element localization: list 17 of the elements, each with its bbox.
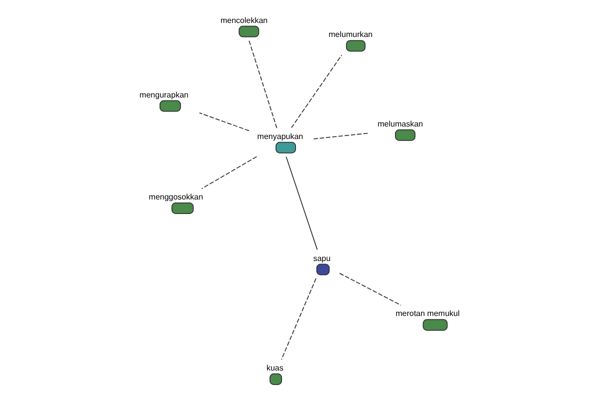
node-label: mengurapkan (139, 90, 188, 100)
node-label: melumurkan (328, 30, 372, 40)
node-label: kuas (266, 363, 283, 372)
connector (198, 112, 249, 132)
connector (280, 278, 316, 360)
connector (338, 272, 401, 306)
node-label: mencolekkan (220, 16, 268, 25)
connector (200, 156, 257, 190)
connector (290, 54, 342, 128)
node-label: sapu (312, 254, 330, 263)
connector (248, 40, 277, 128)
node-label: melumaskan (377, 119, 423, 128)
node-label: menyapukan (256, 132, 303, 141)
connector (312, 132, 369, 140)
node-label: merotan memukul (395, 309, 460, 318)
node-label: menggosokkan (148, 192, 203, 202)
connector (285, 156, 318, 250)
